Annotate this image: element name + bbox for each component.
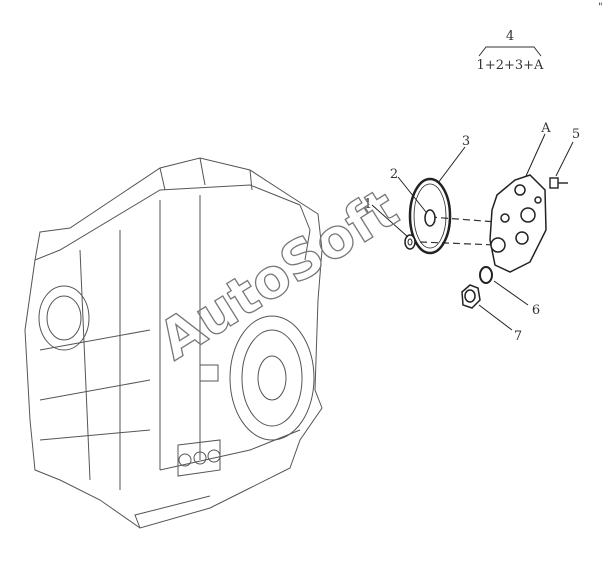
oring-part-6 xyxy=(479,266,493,284)
callout-5: 5 xyxy=(572,127,580,142)
watermark: AutoSoft xyxy=(148,176,409,372)
assembly-formula-text: 1+2+3+A xyxy=(477,58,544,73)
assembly-number: 4 xyxy=(506,29,514,44)
assembly-formula: 4 1+2+3+A xyxy=(477,29,544,73)
seal-part-1 xyxy=(404,234,416,250)
assembly-bracket xyxy=(478,46,542,57)
assembly-guide-lines xyxy=(419,216,498,246)
plug-part-7 xyxy=(461,284,481,309)
corner-mark: " xyxy=(598,2,603,13)
callout-7: 7 xyxy=(514,329,522,344)
callout-a: A xyxy=(540,121,551,136)
cover-part-a xyxy=(489,174,547,273)
transmission-housing xyxy=(24,157,323,529)
callout-2: 2 xyxy=(390,167,398,182)
leader-lines xyxy=(371,133,574,331)
gasket-part-3 xyxy=(408,177,452,255)
bolt-part-5 xyxy=(549,177,568,189)
seal-part-2 xyxy=(424,209,436,227)
callout-3: 3 xyxy=(462,134,470,149)
callout-6: 6 xyxy=(532,303,540,318)
callout-labels: 1 2 3 A 5 6 7 xyxy=(364,121,580,344)
callout-1: 1 xyxy=(364,197,372,212)
